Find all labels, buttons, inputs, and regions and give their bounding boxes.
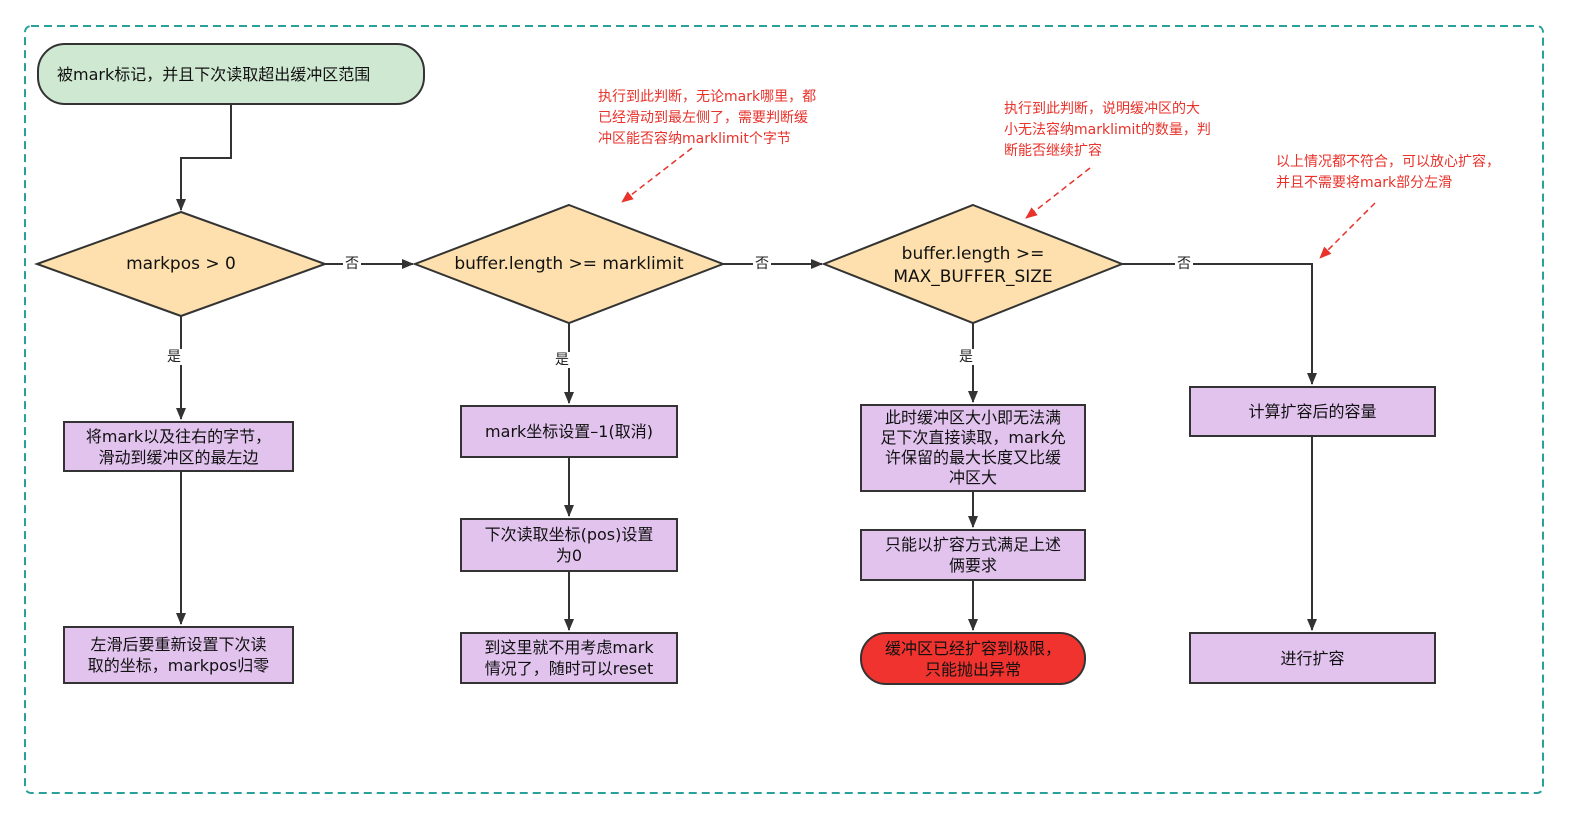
process-no-mark-line2: 情况了，随时可以reset bbox=[484, 659, 654, 678]
process-cannot-satisfy: 此时缓冲区大小即无法满 足下次直接读取，mark允 许保留的最大长度又比缓 冲区… bbox=[860, 404, 1086, 492]
process-pos-zero-line2: 为0 bbox=[555, 546, 583, 565]
edge-label-no-3: 否 bbox=[1175, 256, 1193, 272]
process-reset-markpos-line2: 取的坐标，markpos归零 bbox=[87, 656, 270, 675]
start-node: 被mark标记，并且下次读取超出缓冲区范围 bbox=[37, 43, 425, 105]
container-border bbox=[24, 25, 1544, 794]
note-marklimit-line3: 冲区能否容纳marklimit个字节 bbox=[598, 131, 791, 147]
process-cancel-mark-text: mark坐标设置–1(取消) bbox=[485, 422, 653, 441]
edge-maxsize-no bbox=[1122, 263, 1317, 385]
process-cancel-mark: mark坐标设置–1(取消) bbox=[460, 405, 678, 458]
process-slide-mark-line1: 将mark以及往右的字节， bbox=[85, 426, 272, 446]
decision-maxsize-line1: buffer.length >= bbox=[901, 244, 1045, 264]
process-pos-zero: 下次读取坐标(pos)设置 为0 bbox=[460, 518, 678, 572]
process-no-mark: 到这里就不用考虑mark 情况了，随时可以reset bbox=[460, 632, 678, 684]
note-expand-line1: 以上情况都不符合，可以放心扩容， bbox=[1276, 154, 1500, 170]
edge-label-no-1: 否 bbox=[343, 256, 361, 272]
process-cannot-satisfy-line2: 足下次直接读取，mark允 bbox=[880, 428, 1066, 447]
edge-label-yes-2: 是 bbox=[553, 352, 571, 368]
decision-markpos: markpos > 0 bbox=[60, 246, 302, 282]
edge-label-yes-1: 是 bbox=[165, 349, 183, 365]
process-reset-markpos: 左滑后要重新设置下次读 取的坐标，markpos归零 bbox=[63, 626, 294, 684]
note-expand-line2: 并且不需要将mark部分左滑 bbox=[1276, 175, 1453, 191]
process-slide-mark: 将mark以及往右的字节， 滑动到缓冲区的最左边 bbox=[63, 421, 294, 472]
note-pointer-maxsize bbox=[1025, 167, 1091, 219]
decision-marklimit-text: buffer.length >= marklimit bbox=[454, 253, 684, 274]
process-calc-capacity-text: 计算扩容后的容量 bbox=[1248, 402, 1377, 421]
terminal-throw-exception-line2: 只能抛出异常 bbox=[924, 659, 1021, 679]
process-expand-only-line1: 只能以扩容方式满足上述 bbox=[884, 535, 1061, 554]
decision-markpos-text: markpos > 0 bbox=[126, 253, 236, 274]
decision-marklimit: buffer.length >= marklimit bbox=[430, 246, 708, 282]
process-do-expand: 进行扩容 bbox=[1189, 632, 1436, 684]
edge-label-no-2: 否 bbox=[753, 256, 771, 272]
decision-maxsize-line2: MAX_BUFFER_SIZE bbox=[893, 267, 1053, 287]
note-maxsize: 执行到此判断，说明缓冲区的大 小无法容纳marklimit的数量，判 断能否继续… bbox=[1004, 99, 1254, 162]
process-expand-only-line2: 俩要求 bbox=[948, 556, 997, 575]
note-marklimit: 执行到此判断，无论mark哪里，都 已经滑动到最左侧了，需要判断缓 冲区能否容纳… bbox=[598, 87, 858, 150]
note-pointer-marklimit bbox=[621, 147, 693, 203]
terminal-throw-exception: 缓冲区已经扩容到极限， 只能抛出异常 bbox=[860, 632, 1086, 685]
note-maxsize-line1: 执行到此判断，说明缓冲区的大 bbox=[1004, 101, 1200, 117]
note-marklimit-line1: 执行到此判断，无论mark哪里，都 bbox=[598, 89, 817, 105]
process-reset-markpos-line1: 左滑后要重新设置下次读 bbox=[90, 635, 267, 654]
note-maxsize-line3: 断能否继续扩容 bbox=[1004, 143, 1102, 159]
note-maxsize-line2: 小无法容纳marklimit的数量，判 bbox=[1004, 122, 1211, 138]
edge-label-yes-3: 是 bbox=[957, 349, 975, 365]
process-cannot-satisfy-line4: 冲区大 bbox=[948, 468, 997, 487]
process-no-mark-line1: 到这里就不用考虑mark bbox=[484, 638, 654, 657]
process-expand-only: 只能以扩容方式满足上述 俩要求 bbox=[860, 529, 1086, 581]
process-cannot-satisfy-line3: 许保留的最大长度又比缓 bbox=[884, 448, 1061, 467]
decision-maxsize: buffer.length >= MAX_BUFFER_SIZE bbox=[844, 242, 1102, 290]
terminal-throw-exception-line1: 缓冲区已经扩容到极限， bbox=[884, 638, 1061, 658]
note-marklimit-line2: 已经滑动到最左侧了，需要判断缓 bbox=[598, 110, 808, 126]
note-expand: 以上情况都不符合，可以放心扩容， 并且不需要将mark部分左滑 bbox=[1276, 152, 1536, 194]
note-pointer-expand bbox=[1319, 202, 1376, 259]
process-slide-mark-line2: 滑动到缓冲区的最左边 bbox=[98, 447, 259, 467]
start-node-text: 被mark标记，并且下次读取超出缓冲区范围 bbox=[57, 64, 371, 84]
process-cannot-satisfy-line1: 此时缓冲区大小即无法满 bbox=[884, 408, 1061, 427]
edge-start-to-markpos bbox=[176, 104, 232, 211]
process-do-expand-text: 进行扩容 bbox=[1280, 648, 1345, 668]
process-calc-capacity: 计算扩容后的容量 bbox=[1189, 386, 1436, 437]
process-pos-zero-line1: 下次读取坐标(pos)设置 bbox=[484, 525, 654, 544]
